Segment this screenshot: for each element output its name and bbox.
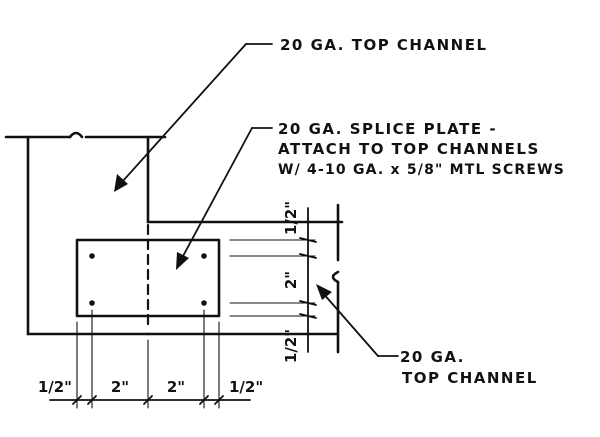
label-top-channel-lower-2: TOP CHANNEL — [402, 369, 538, 387]
dim-right-bottom-half: 1/2" — [282, 329, 300, 363]
right-top-channel — [146, 203, 344, 354]
label-top-channel-upper: 20 GA. TOP CHANNEL — [280, 36, 488, 54]
dim-right-mid-two: 2" — [282, 271, 300, 289]
label-splice-line-1: 20 GA. SPLICE PLATE - — [278, 120, 497, 138]
label-splice-line-3: W/ 4-10 GA. x 5/8" MTL SCREWS — [278, 162, 565, 178]
dim-bottom-left-half: 1/2" — [38, 378, 72, 396]
leader-splice-plate — [176, 127, 273, 270]
dim-bottom-left-two: 2" — [111, 378, 129, 396]
left-top-channel — [4, 131, 167, 336]
dim-bottom-right-two: 2" — [167, 378, 185, 396]
splice-plate — [75, 223, 221, 332]
bottom-dimension-lines — [49, 309, 251, 409]
leader-top-channel-upper — [114, 43, 273, 192]
dim-bottom-right-half: 1/2" — [229, 378, 263, 396]
screw-bottom-left — [89, 300, 95, 306]
screw-bottom-right — [201, 300, 207, 306]
label-splice-line-2: ATTACH TO TOP CHANNELS — [278, 140, 540, 158]
dim-right-top-half: 1/2" — [282, 201, 300, 235]
right-dimension-lines — [229, 207, 317, 353]
screw-top-left — [89, 253, 95, 259]
label-top-channel-lower-1: 20 GA. — [400, 348, 465, 366]
screw-top-right — [201, 253, 207, 259]
leader-top-channel-lower — [316, 284, 399, 357]
